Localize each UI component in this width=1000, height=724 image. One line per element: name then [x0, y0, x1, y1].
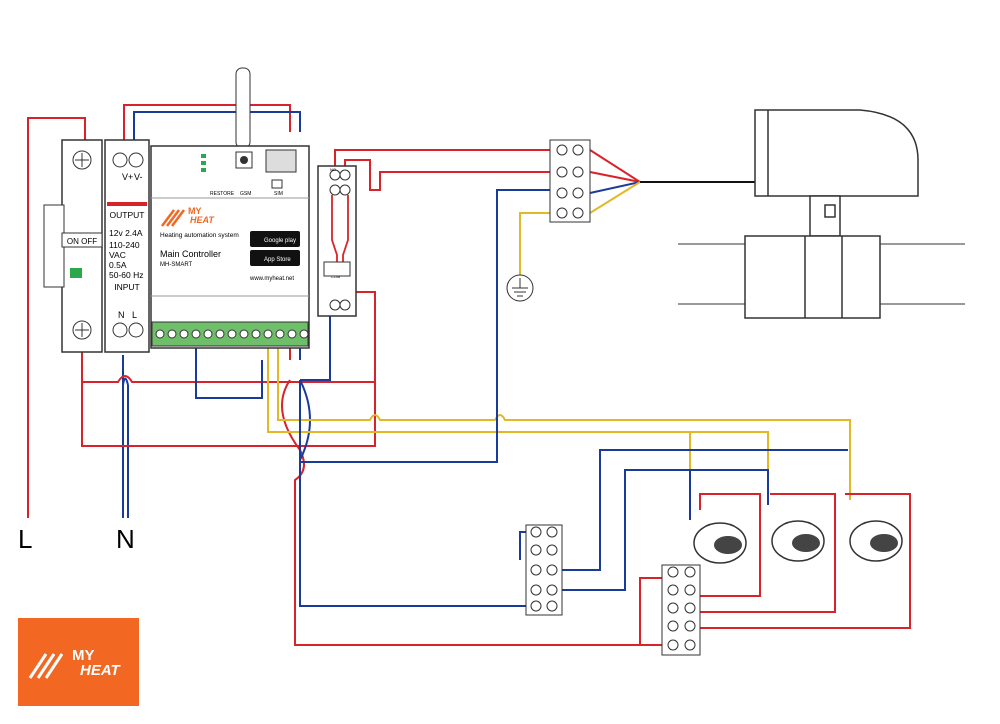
psu-rating: 12v 2.4A	[109, 228, 143, 238]
psu-input: INPUT	[114, 282, 140, 292]
circuit-breaker: ON OFF	[43, 139, 103, 353]
power-supply: V+ V- OUTPUT 12v 2.4A 110-240 VAC 0.5A 5…	[104, 139, 150, 353]
gplay-label: Google play	[264, 238, 296, 244]
controller-model: MH-SMART	[160, 262, 193, 268]
google-play-badge	[250, 231, 300, 247]
psu-vminus: V-	[134, 172, 143, 182]
psu-freq: 50-60 Hz	[109, 270, 144, 280]
mains-n-label: N	[116, 524, 135, 554]
breaker-onoff: ON OFF	[67, 237, 97, 246]
controller-brand-top: MY	[188, 206, 202, 216]
water-leak-sensor-1	[693, 522, 747, 564]
water-leak-sensor-2	[771, 520, 825, 562]
controller-title: Main Controller	[160, 249, 221, 259]
main-controller: RESTORE GSM SIM MY HEAT Heating automati…	[150, 67, 310, 349]
app-store-badge	[250, 250, 300, 266]
psu-input-v: 110-240	[109, 240, 140, 250]
appstore-label: App Store	[264, 257, 291, 263]
controller-restore: RESTORE	[210, 191, 235, 197]
myheat-logo: MY HEAT	[18, 618, 139, 706]
ground-icon	[506, 274, 534, 302]
controller-sim: SIM	[274, 191, 283, 197]
antenna-icon	[235, 67, 251, 149]
psu-output: OUTPUT	[110, 210, 145, 220]
motorized-valve	[678, 109, 965, 319]
terminal-block-lower-left	[525, 524, 563, 616]
terminal-block-top	[549, 139, 591, 223]
terminal-block-lower-right	[661, 564, 701, 656]
psu-vac: VAC	[109, 250, 126, 260]
psu-vplus: V+	[122, 172, 133, 182]
logo-my: MY	[72, 647, 95, 664]
controller-url: www.myheat.net	[249, 276, 294, 282]
psu-l: L	[132, 310, 137, 320]
controller-brand-bottom: HEAT	[190, 215, 215, 225]
logo-heat: HEAT	[80, 662, 122, 679]
water-leak-sensor-3	[849, 520, 903, 562]
wires	[27, 104, 911, 646]
relay-no: NO	[330, 167, 336, 172]
controller-logo-icon	[161, 209, 186, 227]
psu-current: 0.5A	[109, 260, 127, 270]
sim-icon	[271, 179, 283, 189]
controller-tagline: Heating automation system	[160, 232, 239, 239]
psu-n: N	[118, 310, 125, 320]
controller-gsm: GSM	[240, 191, 251, 197]
mains-l-label: L	[18, 524, 32, 554]
relay-module: NO COM	[317, 165, 357, 317]
